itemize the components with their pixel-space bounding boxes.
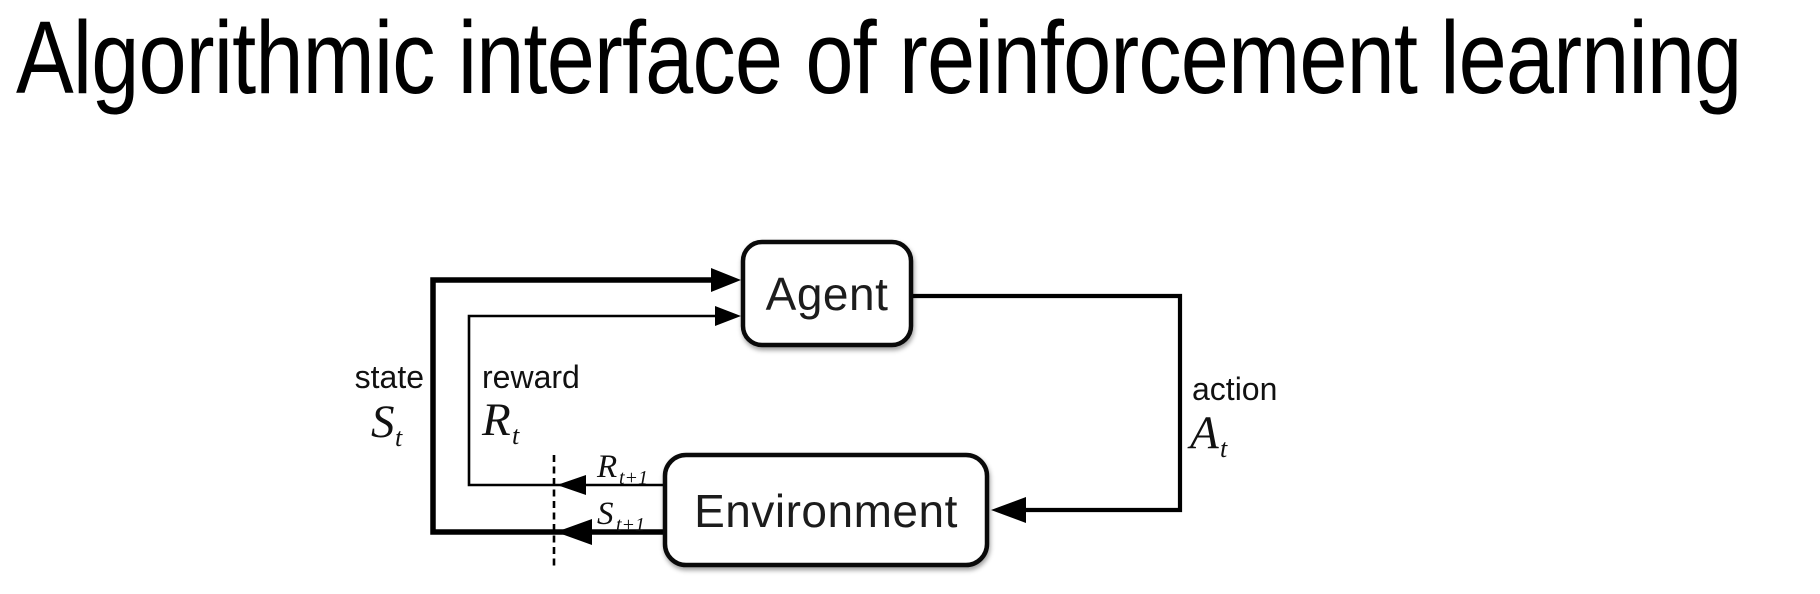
agent-label: Agent	[766, 268, 889, 320]
reward-label: reward	[482, 359, 580, 395]
next-reward-symbol: R	[596, 449, 617, 485]
action-into-environment-arrowhead	[991, 497, 1026, 523]
action-label: action	[1192, 371, 1277, 407]
action-symbol: A	[1187, 407, 1219, 459]
action-symbol-subscript: t	[1220, 434, 1228, 463]
state-label: state	[355, 359, 424, 395]
slide-title: Algorithmic interface of reinforcement l…	[16, 0, 1742, 115]
environment-box	[662, 452, 990, 568]
reward-into-agent-arrowhead	[715, 306, 741, 326]
reward-symbol: R	[481, 394, 511, 446]
agent-box	[740, 239, 914, 348]
action-signal-line	[909, 293, 1183, 513]
state-signal-line	[430, 277, 724, 535]
next-state-symbol-subscript: t+1	[616, 514, 645, 536]
state-symbol-subscript: t	[395, 423, 403, 452]
state-symbol: S	[371, 396, 395, 448]
state-into-agent-arrowhead	[711, 268, 741, 292]
next-state-crossing-arrowhead	[556, 519, 592, 545]
environment-label: Environment	[694, 485, 958, 537]
next-reward-symbol-subscript: t+1	[619, 467, 648, 489]
reward-symbol-subscript: t	[512, 421, 520, 450]
next-state-symbol: S	[597, 496, 614, 532]
next-reward-crossing-arrowhead	[557, 475, 586, 495]
